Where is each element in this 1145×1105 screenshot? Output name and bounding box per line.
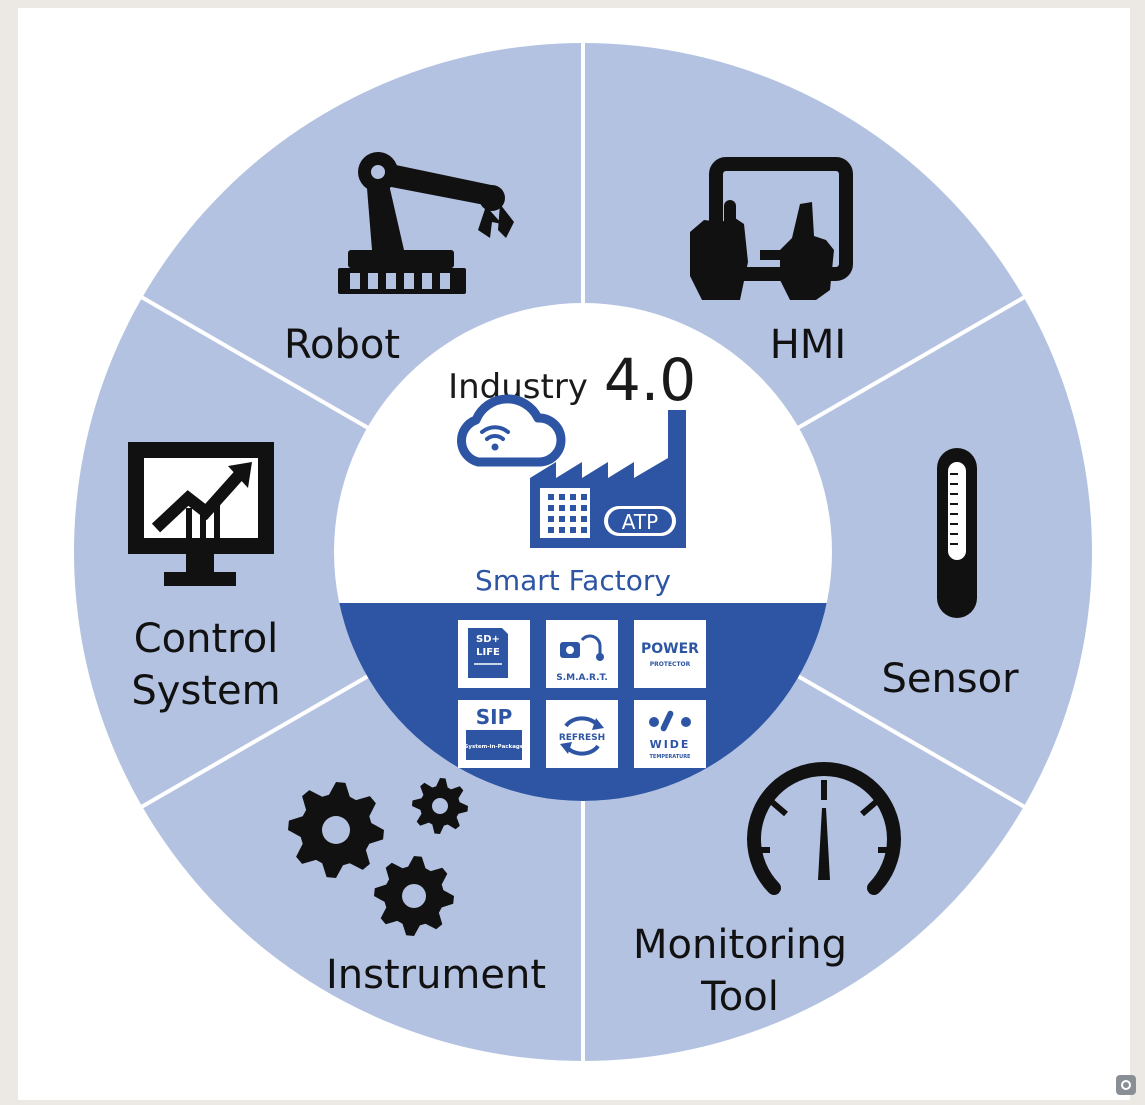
segment-label-control-line2: System — [131, 668, 280, 714]
watermark-icon — [1116, 1075, 1136, 1095]
segment-label-monitoring-line2: Tool — [700, 974, 779, 1020]
gauge-icon — [747, 762, 901, 895]
stethoscope-icon — [560, 634, 604, 661]
segment-label-instrument: Instrument — [326, 952, 546, 998]
gears-icon — [288, 778, 468, 936]
tile-sd-life: SD+ LIFE — [458, 620, 530, 688]
segment-divider — [789, 294, 1028, 434]
tile-refresh: REFRESH — [546, 700, 618, 768]
tile-power-line2: PROTECTOR — [650, 661, 691, 668]
tile-smart-label: S.M.A.R.T. — [556, 673, 608, 683]
segment-label-control-line1: Control — [134, 616, 279, 662]
tile-sd-line1: SD+ — [476, 634, 500, 645]
tile-smart: S.M.A.R.T. — [546, 620, 618, 688]
segment-divider — [138, 670, 377, 810]
feature-tiles: SD+ LIFE S.M.A.R.T. POWER PROTECTOR — [458, 620, 706, 768]
monitor-chart-icon — [128, 442, 274, 586]
tile-sip: SIP System-in-Package — [458, 700, 530, 768]
tile-refresh-label: REFRESH — [559, 733, 605, 743]
tile-wide-line2: TEMPERATURE — [650, 754, 692, 760]
center-title-version: 4.0 — [604, 346, 696, 414]
gear-medium — [374, 856, 454, 936]
tile-wide: WIDE TEMPERATURE — [634, 700, 706, 768]
touchscreen-icon — [690, 157, 853, 300]
segment-label-monitoring-line1: Monitoring — [633, 922, 847, 968]
gear-small — [412, 778, 468, 834]
segment-divider — [789, 670, 1028, 810]
segment-label-robot: Robot — [284, 322, 400, 368]
chip-icon — [466, 730, 522, 760]
tile-sd-line2: LIFE — [476, 647, 500, 658]
tile-power: POWER PROTECTOR — [634, 620, 706, 688]
segment-label-sensor: Sensor — [881, 656, 1019, 702]
tile-power-line1: POWER — [641, 641, 699, 657]
cloud-wifi-icon — [456, 394, 566, 467]
center-subtitle: Smart Factory — [475, 564, 671, 597]
robot-arm-icon — [338, 152, 514, 294]
factory-badge: ATP — [622, 510, 658, 534]
gear-large — [288, 782, 384, 878]
segment-label-hmi: HMI — [770, 322, 846, 368]
tile-sip-line2: System-in-Package — [464, 744, 523, 750]
tile-wide-line1: WIDE — [650, 738, 691, 751]
segment-dividers — [138, 40, 1028, 1064]
segment-divider — [138, 294, 377, 434]
thermometer-icon — [937, 448, 977, 618]
sd-card-icon — [468, 628, 508, 678]
factory-icon — [530, 410, 686, 548]
tile-sip-line1: SIP — [476, 705, 513, 729]
thermo-icon — [649, 710, 691, 732]
